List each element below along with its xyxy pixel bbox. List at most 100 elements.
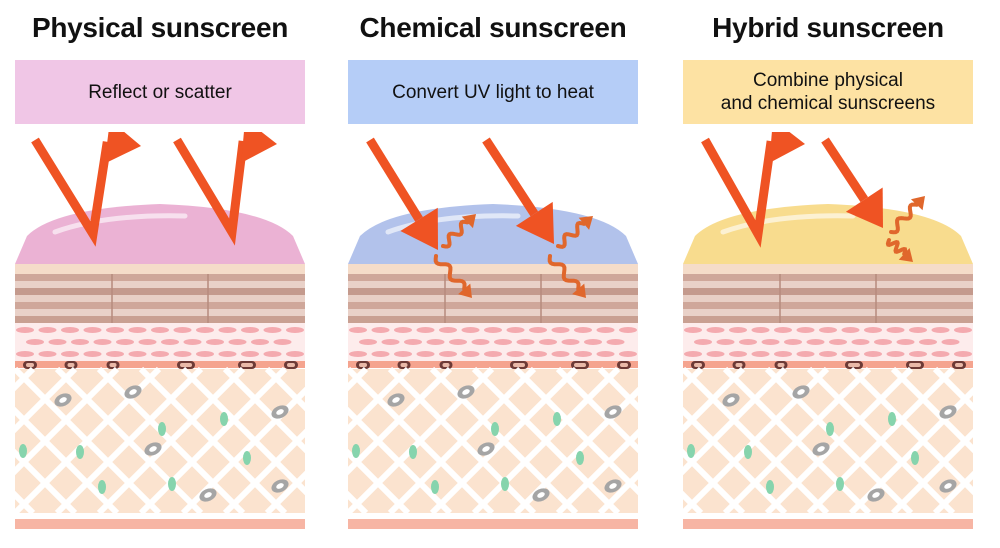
skin-cell — [461, 327, 480, 333]
fibroblast-core — [797, 389, 805, 395]
skin-cell — [161, 339, 179, 345]
skin-cell — [173, 351, 192, 357]
basal-cell-core — [848, 363, 860, 367]
epidermis-stripe — [348, 302, 638, 309]
skin-cell — [606, 339, 625, 345]
basal-cell-core — [735, 363, 743, 367]
skin-cell — [819, 351, 837, 357]
green-cell — [911, 451, 919, 465]
green-cell — [836, 477, 844, 491]
basal-cell-core — [67, 363, 75, 367]
skin-illustration — [0, 119, 498, 537]
fibroblast-core — [872, 492, 880, 498]
epidermis-stripe — [15, 295, 305, 302]
epidermis-stripe — [15, 309, 305, 316]
basal-cell-core — [442, 363, 450, 367]
skin-cell — [706, 351, 725, 357]
skin-cell — [206, 339, 224, 345]
green-cell — [431, 480, 439, 494]
skin-cell — [71, 339, 89, 345]
basal-cell-core — [955, 363, 963, 367]
green-cell — [576, 451, 584, 465]
basal-cell-core — [513, 363, 525, 367]
skin-cell — [218, 351, 237, 357]
basal-layer — [15, 361, 305, 368]
fibroblast-core — [59, 397, 67, 403]
skin-cell — [484, 327, 502, 333]
skin-cell — [864, 351, 882, 357]
basal-cell-core — [777, 363, 785, 367]
basal-layer — [683, 361, 973, 368]
basal-cell-core — [620, 363, 628, 367]
skin-cell — [751, 327, 770, 333]
collagen-fiber — [0, 366, 120, 491]
basal-cell-core — [400, 363, 408, 367]
green-cell — [19, 444, 27, 458]
description-text: Combine physical and chemical sunscreens — [720, 70, 936, 114]
green-cell — [352, 444, 360, 458]
skin-cell — [506, 327, 525, 333]
skin-cell — [909, 327, 927, 333]
skin-cell — [263, 327, 282, 333]
epidermis-stripe — [683, 274, 973, 281]
skin-cell — [173, 327, 192, 333]
skin-cell — [106, 327, 124, 333]
skin-cell — [416, 327, 435, 333]
uv-ray-arrow — [482, 137, 554, 244]
skin-cell — [561, 339, 580, 345]
skin-cell — [116, 339, 134, 345]
basal-cell-core — [241, 363, 253, 367]
skin-cell — [684, 327, 702, 333]
skin-cell — [359, 339, 377, 345]
epidermis-stripe — [348, 274, 638, 281]
skin-cell — [529, 327, 547, 333]
fibroblast-core — [609, 483, 617, 489]
fibroblast-core — [537, 492, 545, 498]
fibroblast-core — [392, 397, 400, 403]
collagen-fiber — [932, 443, 1000, 516]
basal-cell-core — [694, 363, 702, 367]
green-cell — [220, 412, 228, 426]
skin-cell — [273, 339, 292, 345]
skin-cell — [551, 327, 570, 333]
green-cell — [553, 412, 561, 426]
skin-cell — [461, 351, 480, 357]
basal-cell-core — [287, 363, 295, 367]
fibroblast-core — [727, 397, 735, 403]
skin-cell — [151, 351, 169, 357]
epidermis-stripe — [683, 302, 973, 309]
epidermis-stripe — [15, 316, 305, 323]
panel-chemical: Chemical sunscreen Convert UV light to h… — [51, 0, 831, 548]
epidermis-stripe — [15, 288, 305, 295]
fibroblast-core — [609, 409, 617, 415]
green-cell — [766, 480, 774, 494]
epidermis-stripe — [348, 295, 638, 302]
collagen-fiber — [932, 366, 1000, 439]
bottom-layer — [683, 519, 973, 529]
skin-cell — [183, 339, 202, 345]
epidermis-stripe — [683, 295, 973, 302]
uv-ray-arrow — [366, 137, 438, 250]
skin-cell — [371, 327, 390, 333]
green-cell — [501, 477, 509, 491]
fibroblast-core — [276, 409, 284, 415]
skin-cell — [729, 351, 747, 357]
skin-cell — [439, 351, 457, 357]
skin-cell — [394, 351, 412, 357]
fibroblast-core — [129, 389, 137, 395]
collagen-fiber — [722, 366, 872, 516]
green-cell — [98, 480, 106, 494]
skin-cell — [886, 351, 905, 357]
green-cell — [687, 444, 695, 458]
panel-physical: Physical sunscreen Reflect or scatter — [0, 0, 498, 548]
skin-cell — [694, 339, 712, 345]
skin-cell — [16, 351, 34, 357]
epidermis-stripe — [348, 316, 638, 323]
collagen-fiber — [429, 366, 579, 516]
skin-cell — [48, 339, 67, 345]
collagen-fiber — [96, 366, 246, 516]
collagen-fiber — [890, 401, 1000, 516]
skin-cell — [806, 339, 825, 345]
skin-illustration — [386, 119, 1000, 537]
skin-cell — [774, 327, 792, 333]
